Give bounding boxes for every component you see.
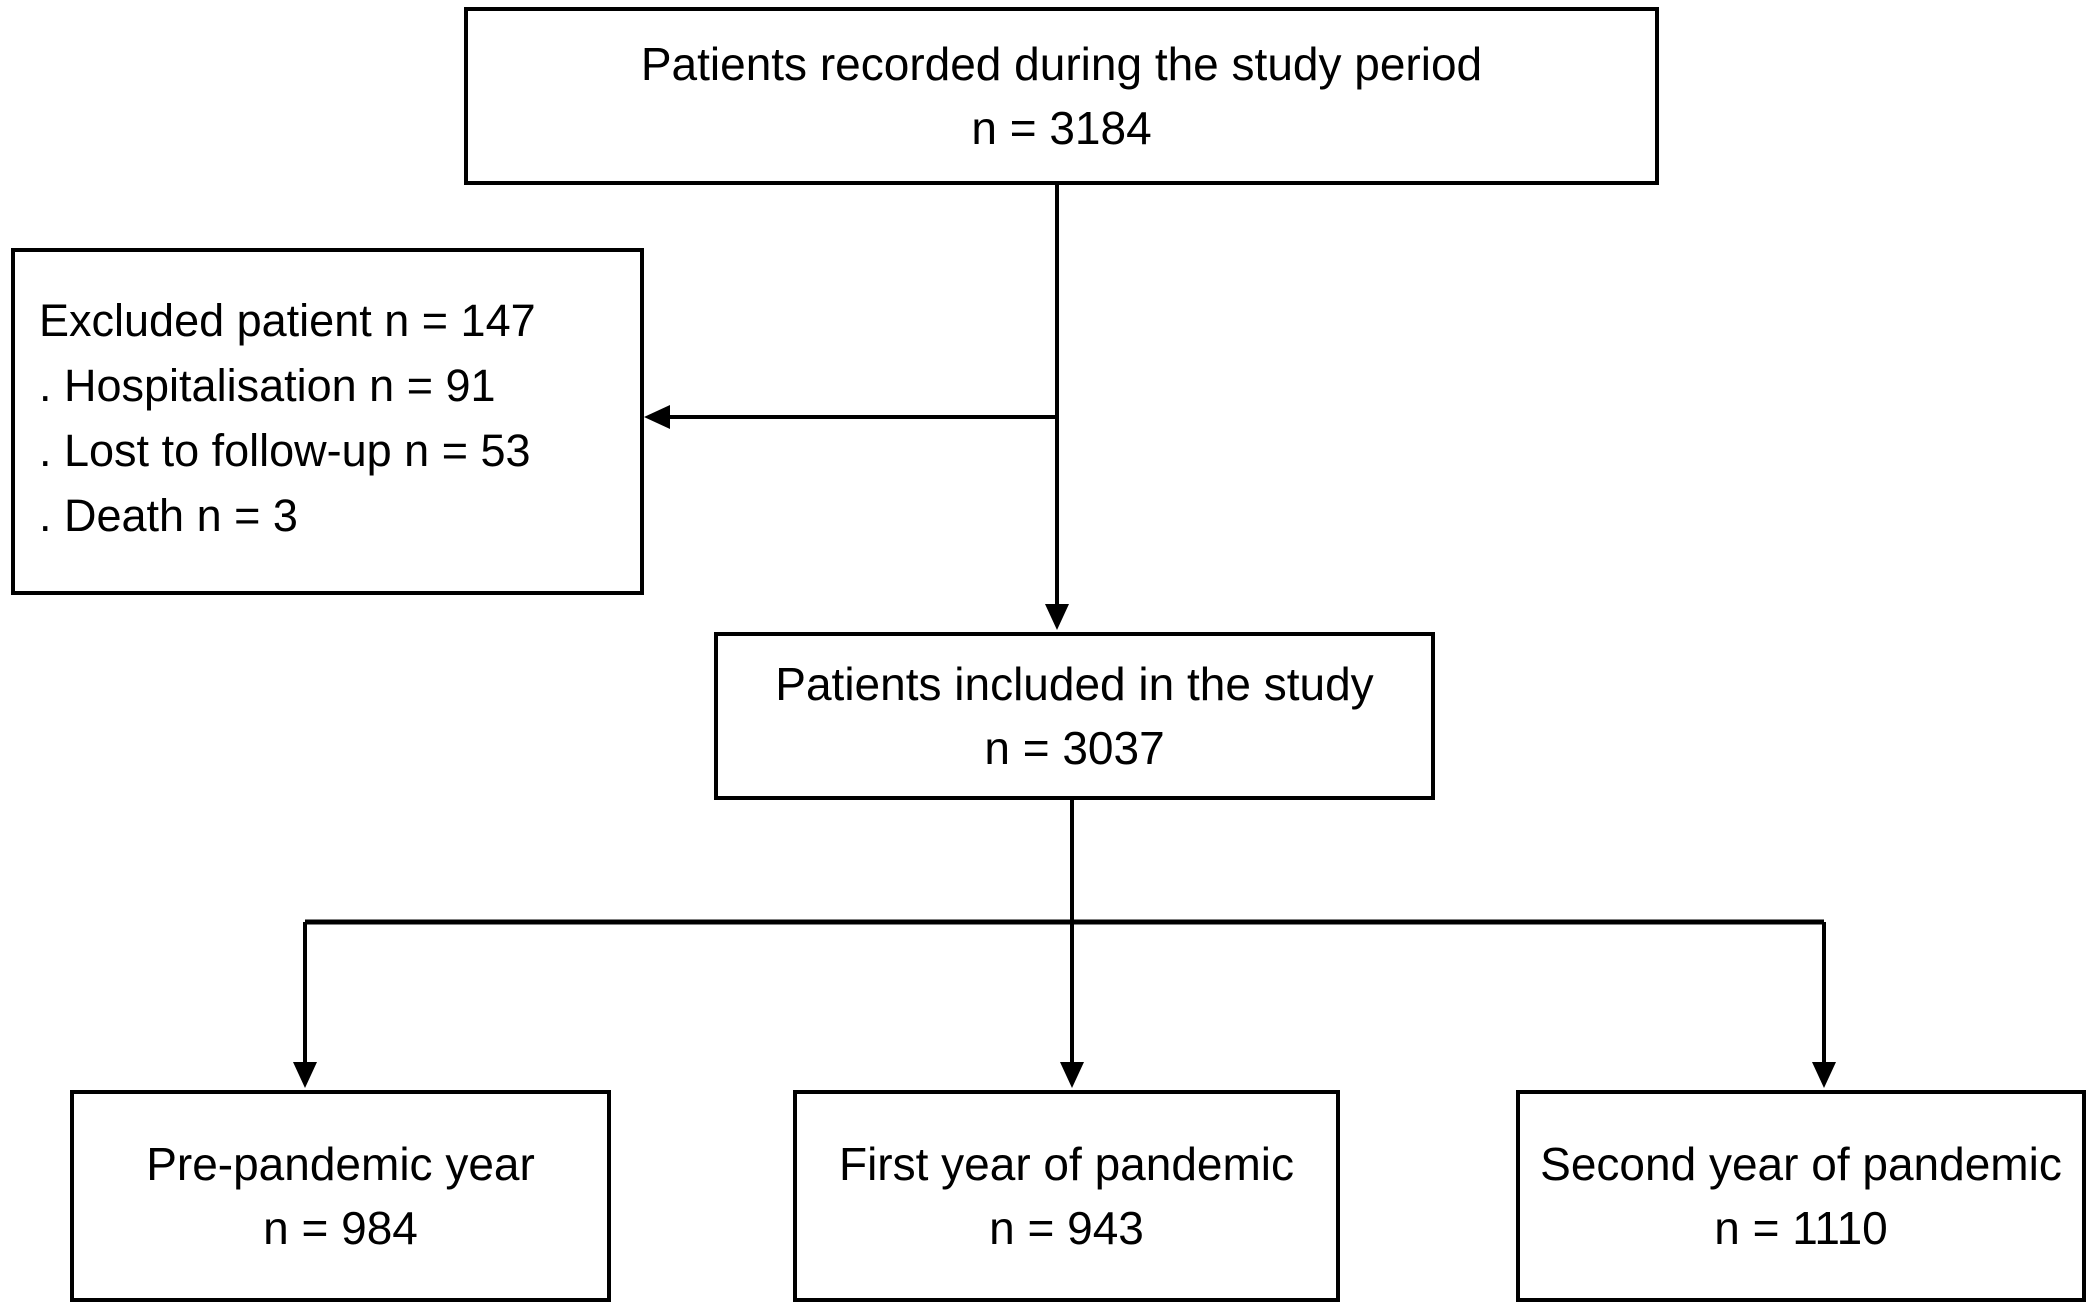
arrowhead-included (1045, 604, 1069, 630)
box-patients-recorded: Patients recorded during the study perio… (464, 7, 1659, 185)
arrowhead-first-year (1060, 1062, 1084, 1088)
patients-recorded-label: Patients recorded during the study perio… (640, 38, 1483, 90)
excluded-item-death: . Death n = 3 (39, 490, 298, 541)
box-second-year-of-pandemic: Second year of pandemic n = 1110 (1516, 1090, 2086, 1302)
excluded-item-lost-to-follow-up: . Lost to follow-up n = 53 (39, 425, 531, 476)
arrowhead-excluded (644, 405, 670, 429)
arrowhead-pre-pandemic (293, 1062, 317, 1088)
box-patients-included: Patients included in the study n = 3037 (714, 632, 1435, 800)
pre-pandemic-count: n = 984 (263, 1202, 418, 1254)
box-pre-pandemic-year: Pre-pandemic year n = 984 (70, 1090, 611, 1302)
patients-included-count: n = 3037 (984, 722, 1165, 774)
second-year-count: n = 1110 (1714, 1202, 1888, 1254)
second-year-label: Second year of pandemic (1540, 1138, 2062, 1190)
patients-recorded-count: n = 3184 (971, 102, 1152, 154)
patients-included-label: Patients included in the study (775, 658, 1374, 710)
box-excluded-patients: Excluded patient n = 147 . Hospitalisati… (11, 248, 644, 595)
excluded-item-hospitalisation: . Hospitalisation n = 91 (39, 360, 496, 411)
first-year-count: n = 943 (989, 1202, 1144, 1254)
arrowhead-second-year (1812, 1062, 1836, 1088)
box-first-year-of-pandemic: First year of pandemic n = 943 (793, 1090, 1340, 1302)
first-year-label: First year of pandemic (838, 1138, 1295, 1190)
pre-pandemic-label: Pre-pandemic year (146, 1138, 535, 1190)
excluded-title: Excluded patient n = 147 (39, 295, 536, 346)
